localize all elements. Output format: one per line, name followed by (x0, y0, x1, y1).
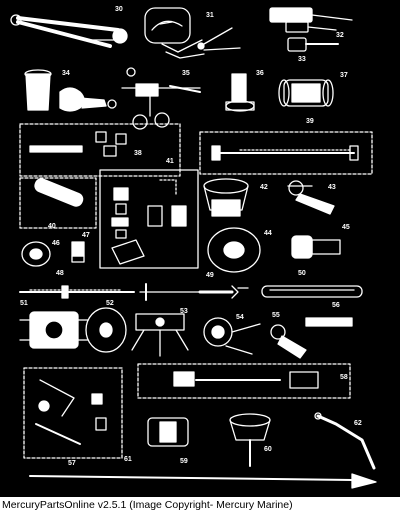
callout-38: 38 (134, 150, 142, 157)
callout-61: 61 (124, 456, 132, 463)
callout-37: 37 (340, 72, 348, 79)
callout-49: 49 (206, 272, 214, 279)
callout-59: 59 (180, 458, 188, 465)
part-47-insert (71, 241, 85, 263)
part-34-tool-set (24, 69, 117, 112)
part-53-slide-hammer (131, 313, 189, 357)
part-57-tool-kit (23, 367, 123, 459)
part-30-spanner-wrench (10, 14, 128, 48)
callout-51: 51 (20, 300, 28, 307)
part-55-clamp (270, 324, 307, 359)
part-52-plate (85, 307, 127, 353)
part-45-adapter (291, 235, 341, 259)
callout-39: 39 (306, 118, 314, 125)
part-51-bearing-separator (19, 311, 89, 349)
part-31-pliers (144, 7, 241, 59)
part-41-seal-kit (99, 169, 199, 269)
part-60-driver-head (229, 413, 271, 467)
part-39-shaft-tool (199, 131, 373, 175)
callout-35: 35 (182, 70, 190, 77)
part-58-shaft-kit (137, 363, 351, 399)
callout-36: 36 (256, 70, 264, 77)
callout-48: 48 (56, 270, 64, 277)
callout-57: 57 (68, 460, 76, 467)
callout-45: 45 (342, 224, 350, 231)
callout-50: 50 (298, 270, 306, 277)
part-42-puller-cup (203, 178, 249, 217)
parts-diagram: 30 31 32 33 34 35 36 37 38 39 40 41 42 4… (10, 6, 377, 489)
callout-58: 58 (340, 374, 348, 381)
callout-46: 46 (52, 240, 60, 247)
part-37-sleeve (278, 79, 334, 107)
part-33-pin-tool (287, 37, 339, 52)
part-62-bent-wrench (314, 412, 376, 470)
part-46-ring (21, 241, 51, 267)
part-35-puller (121, 67, 201, 130)
image-caption: MercuryPartsOnline v2.5.1 (Image Copyrig… (0, 497, 400, 513)
callout-56: 56 (332, 302, 340, 309)
callout-54: 54 (236, 314, 244, 321)
part-43-clamp (287, 180, 335, 215)
callout-30: 30 (115, 6, 123, 13)
callout-34: 34 (62, 70, 70, 77)
callout-44: 44 (264, 230, 272, 237)
part-50-tube (261, 285, 363, 298)
callout-33: 33 (298, 56, 306, 63)
part-61-long-driver (29, 473, 377, 489)
callout-55: 55 (272, 312, 280, 319)
callout-32: 32 (336, 32, 344, 39)
part-54-dial-indicator (203, 317, 261, 355)
part-40-sleeve (19, 177, 97, 229)
callout-43: 43 (328, 184, 336, 191)
callout-47: 47 (82, 232, 90, 239)
part-32-driver-tool (269, 7, 353, 33)
part-48-rod (19, 285, 135, 299)
callout-31: 31 (206, 12, 214, 19)
part-38-installer-kit (19, 123, 181, 177)
part-36-bearing-holder (225, 73, 255, 112)
callout-42: 42 (260, 184, 268, 191)
callout-60: 60 (264, 446, 272, 453)
callout-62: 62 (354, 420, 362, 427)
part-44-disc (207, 227, 261, 273)
part-56-bar (305, 317, 353, 327)
callout-52: 52 (106, 300, 114, 307)
callout-40: 40 (48, 223, 56, 230)
callout-41: 41 (166, 158, 174, 165)
part-59-coupler (147, 417, 189, 447)
callout-53: 53 (180, 308, 188, 315)
part-49-rod-puller (139, 283, 249, 301)
